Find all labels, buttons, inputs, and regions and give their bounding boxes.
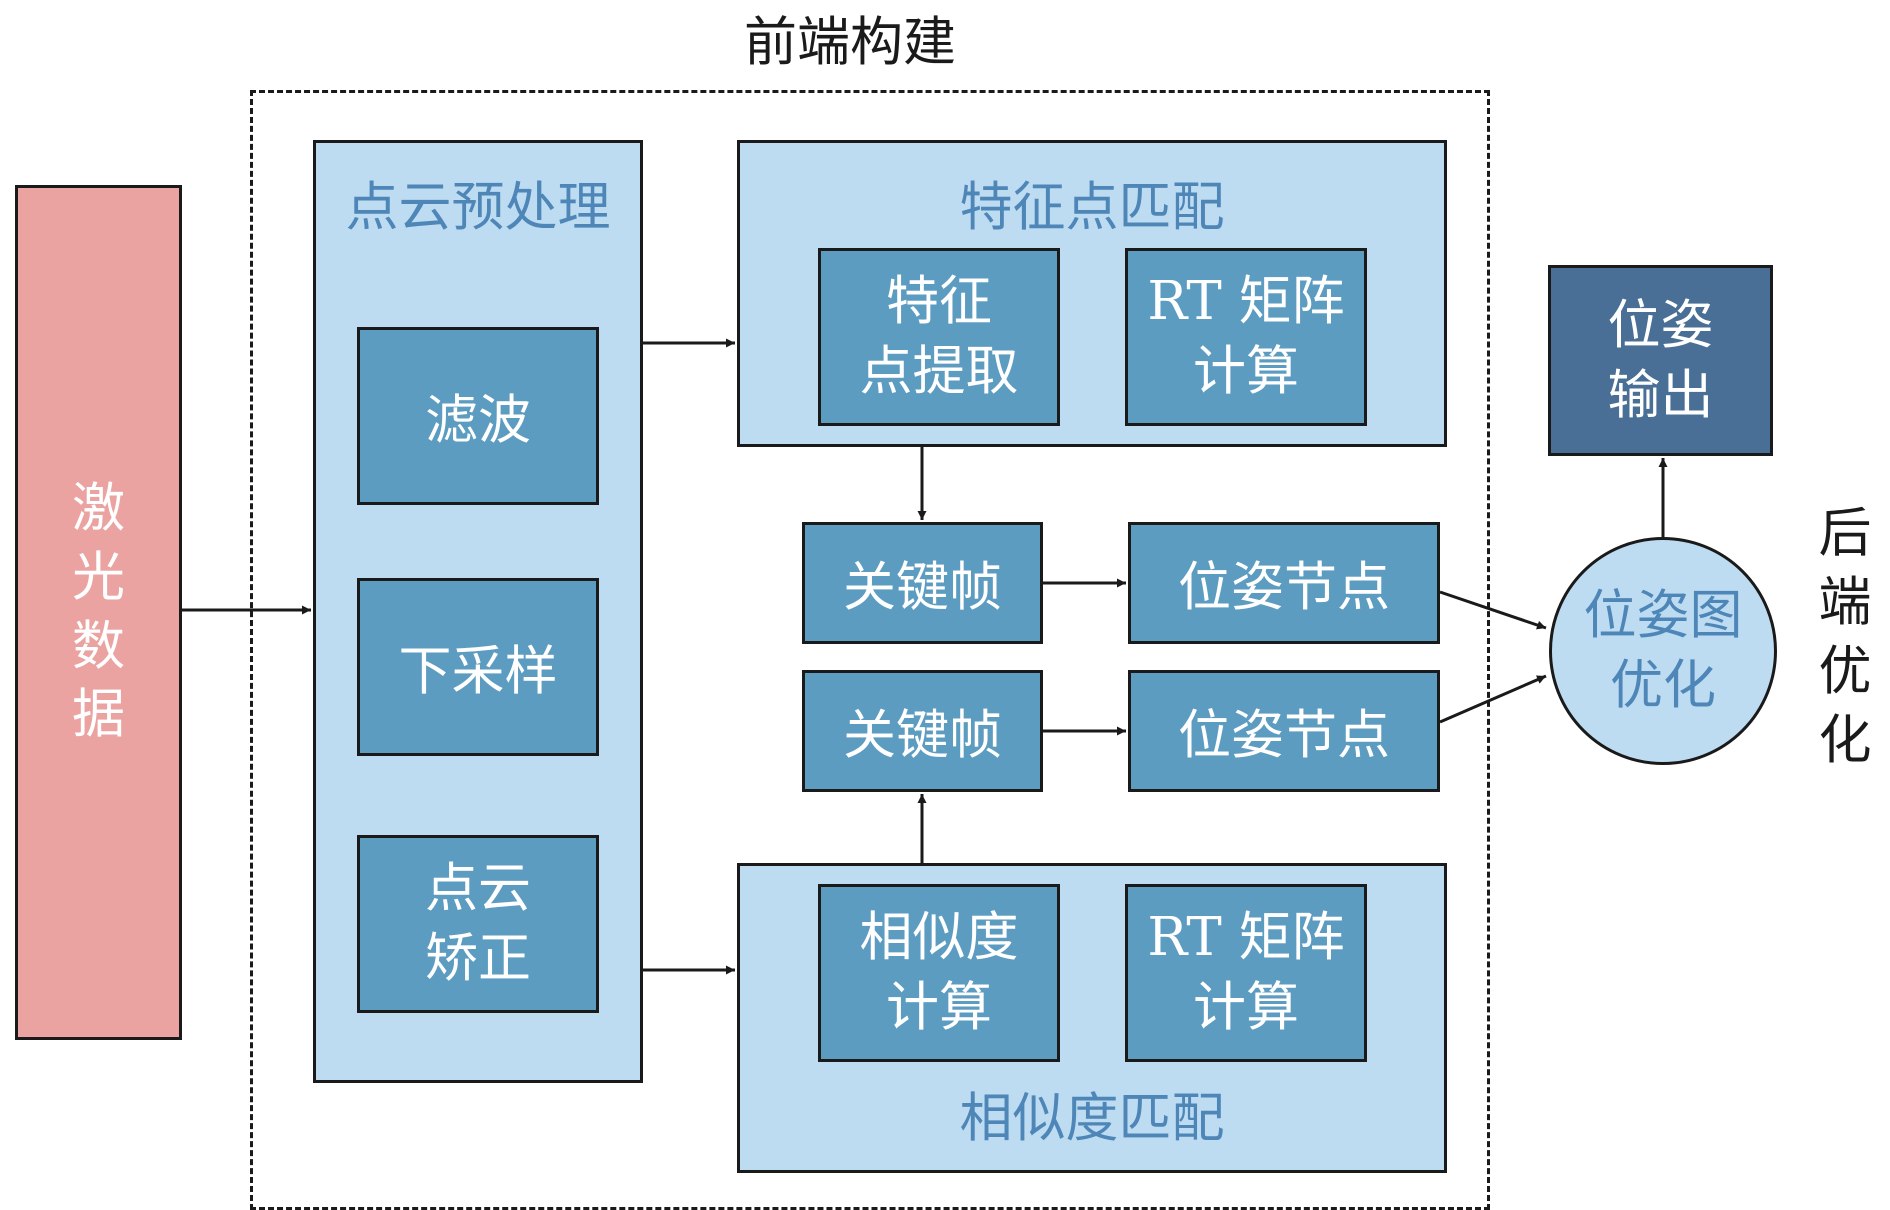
pose-node-top: 位姿节点 (1128, 522, 1440, 644)
downsample-node: 下采样 (357, 578, 599, 756)
correction-node: 点云 矫正 (357, 835, 599, 1013)
arrow-pose-bottom-to-graph (1439, 674, 1547, 724)
pose-graph-node: 位姿图 优化 (1549, 537, 1777, 765)
similarity-calc-node: 相似度 计算 (818, 884, 1060, 1062)
backend-label: 后端优化 (1818, 503, 1872, 771)
preprocess-title: 点云预处理 (345, 177, 611, 238)
feature-extract-node: 特征 点提取 (818, 248, 1060, 426)
similarity-match-title: 相似度匹配 (959, 1088, 1225, 1149)
feature-rt-node: RT 矩阵 计算 (1125, 248, 1367, 426)
pose-node-bottom: 位姿节点 (1128, 670, 1440, 792)
frontend-label: 前端构建 (744, 12, 956, 73)
pose-output-node: 位姿 输出 (1548, 265, 1773, 456)
arrow-pose-top-to-graph (1439, 590, 1547, 630)
filter-node: 滤波 (357, 327, 599, 505)
similarity-rt-node: RT 矩阵 计算 (1125, 884, 1367, 1062)
laser-data-label: 激光数据 (72, 477, 125, 746)
keyframe-top-node: 关键帧 (802, 522, 1043, 644)
laser-data-node: 激光数据 (15, 185, 182, 1040)
keyframe-bottom-node: 关键帧 (802, 670, 1043, 792)
feature-match-title: 特征点匹配 (959, 177, 1225, 238)
